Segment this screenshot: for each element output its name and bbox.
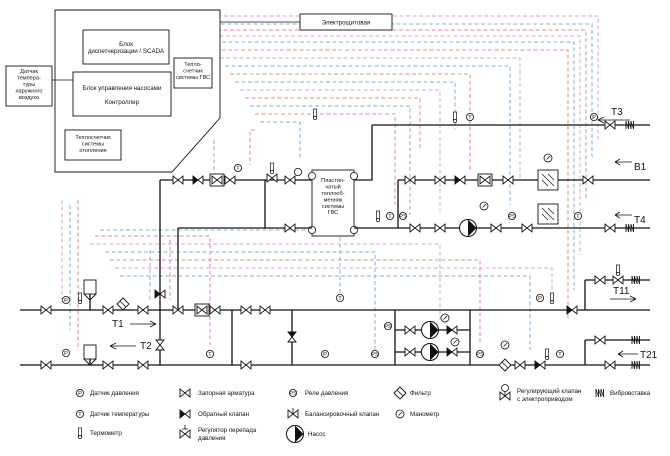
svg-text:PS: PS xyxy=(289,391,297,397)
svg-text:T: T xyxy=(236,166,240,172)
line-label-t4: Т4 xyxy=(634,215,646,226)
line-label-t1: Т1 xyxy=(112,319,124,330)
legend-item: Регулирующий клапан с электроприводом xyxy=(499,384,581,403)
pressure-regulator-icon xyxy=(179,425,191,439)
legend-label-line1: Регулирующий клапан xyxy=(517,388,581,395)
legend-label: Манометр xyxy=(410,411,440,418)
legend-label: Датчик температуры xyxy=(90,411,150,418)
svg-text:T: T xyxy=(576,214,580,220)
vibration-insert-icon xyxy=(595,388,604,398)
fittings: P T T PS PS T xyxy=(40,108,640,372)
legend-item: Вибровставка xyxy=(595,388,651,398)
check-valve-icon xyxy=(179,409,191,419)
pump-icon xyxy=(286,425,304,443)
line-label-t11: Т11 xyxy=(613,286,630,297)
legend-label: Термометр xyxy=(90,430,122,437)
svg-text:PS: PS xyxy=(371,352,379,358)
line-label-t2: Т2 xyxy=(140,341,152,352)
controller-label: Контроллер xyxy=(105,99,140,106)
svg-text:P: P xyxy=(64,351,68,357)
legend-label: Фильтр xyxy=(410,390,431,397)
legend-label: Балансировочный клапан xyxy=(305,411,379,418)
svg-text:PS: PS xyxy=(384,324,392,330)
svg-text:T: T xyxy=(208,352,212,358)
svg-text:T: T xyxy=(338,296,342,302)
legend-label: Вибровставка xyxy=(610,390,651,397)
balancing-valve-icon xyxy=(287,408,299,419)
legend-label-line2: давления xyxy=(198,435,225,442)
motorized-valve-icon xyxy=(499,384,511,401)
line-label-b1: В1 xyxy=(634,162,647,173)
svg-text:T: T xyxy=(388,214,392,220)
legend-item: Насос xyxy=(286,425,326,443)
svg-text:P: P xyxy=(538,296,542,302)
pump-control-label: Блок управления насосами xyxy=(83,85,162,92)
svg-text:P: P xyxy=(323,352,327,358)
svg-text:PS: PS xyxy=(508,214,516,220)
filter-icon xyxy=(393,386,407,400)
svg-text:T: T xyxy=(78,412,82,418)
legend-item: PS Реле давления xyxy=(288,388,348,398)
legend-label: Датчик давления xyxy=(90,390,139,397)
pressure-sensor-icon: P xyxy=(76,388,84,398)
svg-text:T: T xyxy=(468,115,472,121)
legend-label: Запорная арматура xyxy=(198,390,255,397)
manometer-icon xyxy=(395,409,405,419)
signal-lines xyxy=(61,10,599,350)
legend-label: Реле давления xyxy=(305,390,348,397)
svg-text:P: P xyxy=(78,391,82,397)
legend-item: Термометр xyxy=(78,427,122,439)
line-label-t21: Т21 xyxy=(640,350,658,361)
legend-item: P Датчик давления xyxy=(76,388,139,398)
line-labels: Т3 В1 Т4 Т11 Т1 Т2 Т21 xyxy=(109,107,658,361)
legend-label-line1: Регулятор перепада xyxy=(198,427,257,434)
line-label-t3: Т3 xyxy=(611,107,623,118)
legend-item: Балансировочный клапан xyxy=(287,408,379,419)
legend-item: Запорная арматура xyxy=(179,388,255,398)
svg-text:P: P xyxy=(592,115,596,121)
svg-text:P: P xyxy=(64,298,68,304)
svg-text:PS: PS xyxy=(476,352,484,358)
legend-item: T Датчик температуры xyxy=(76,409,150,419)
svg-text:T: T xyxy=(558,352,562,358)
thermometer-icon xyxy=(78,427,82,439)
legend-label: Насос xyxy=(308,431,326,438)
legend-item: Регулятор перепада давления xyxy=(179,425,257,442)
legend-item: Манометр xyxy=(395,409,440,419)
legend-label: Обратный клапан xyxy=(198,411,249,418)
shutoff-valve-icon xyxy=(179,388,191,398)
legend: P Датчик давления T Датчик температуры Т… xyxy=(76,384,651,443)
temperature-sensor-icon: T xyxy=(76,409,84,419)
legend-item: Обратный клапан xyxy=(179,409,249,419)
pump-control-block: Блок управления насосами Контроллер xyxy=(72,71,172,117)
electric-panel-label: Электрощитовая xyxy=(322,20,371,27)
legend-item: Фильтр xyxy=(393,386,431,400)
pressure-relay-icon: PS xyxy=(288,388,298,398)
svg-text:PS: PS xyxy=(399,214,407,220)
legend-label-line2: с электроприводом xyxy=(517,396,572,403)
